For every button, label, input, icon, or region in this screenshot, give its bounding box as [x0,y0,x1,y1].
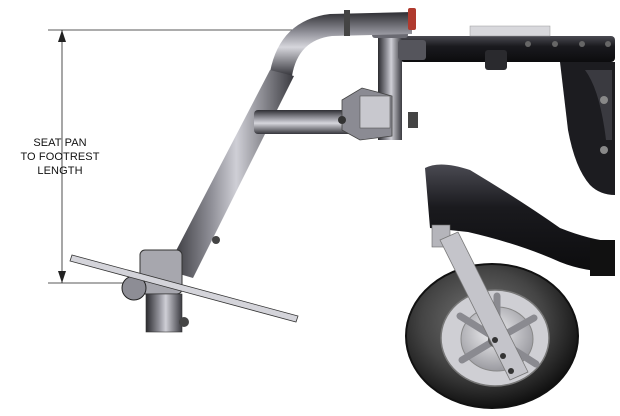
caster-fork [431,224,529,381]
caster-arm [425,164,615,276]
side-guard [560,62,615,195]
hanger-clamp [338,87,418,141]
dimension-label: SEAT PAN TO FOOTREST LENGTH [8,136,112,178]
dimension-label-line-1: SEAT PAN [33,137,87,149]
footplate [69,254,299,323]
seat-rail [400,25,615,70]
chrome-tube [166,8,426,278]
dimension-label-line-2: TO FOOTREST [20,151,100,163]
dimension-label-line-3: LENGTH [37,165,83,177]
